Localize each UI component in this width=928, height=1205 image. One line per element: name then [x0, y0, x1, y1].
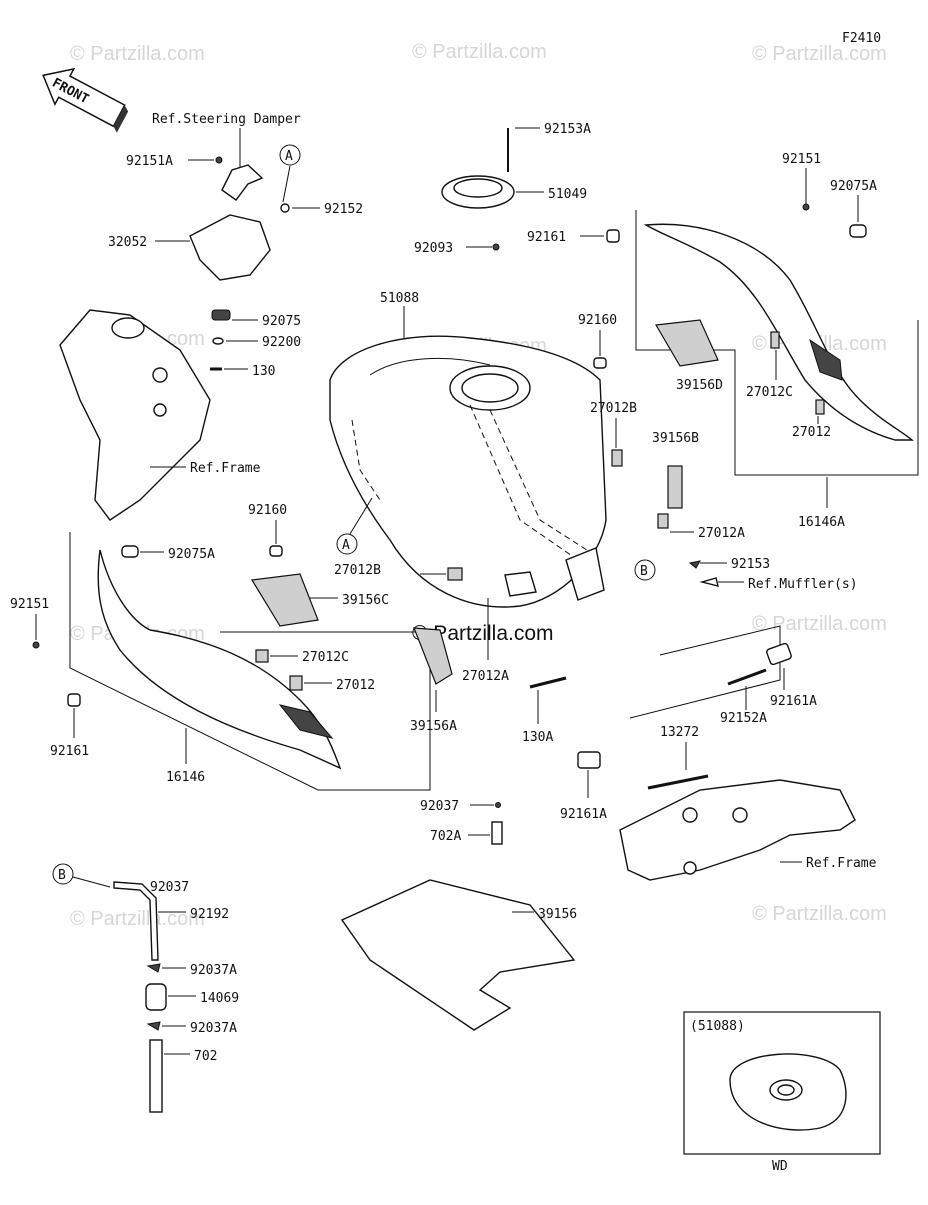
hose-92192: [113, 881, 159, 961]
part-label-92152: 92152: [324, 202, 363, 217]
callout-b-label: B: [640, 564, 648, 579]
part-label-92151-left: 92151: [10, 597, 49, 612]
part-label-92153A: 92153A: [544, 122, 591, 137]
front-arrow-icon: FRONT: [42, 67, 129, 133]
part-label-92037A-1: 92037A: [190, 963, 237, 978]
pad-39156C: [251, 573, 319, 627]
steering-damper-bracket: [221, 164, 264, 201]
part-label-92192: 92192: [190, 907, 229, 922]
pad-39156D: [655, 319, 719, 367]
tank-bracket: [565, 547, 605, 601]
inset-caption: WD: [772, 1159, 788, 1174]
watermark: © Partzilla.com: [752, 613, 887, 635]
callout-b-label: B: [58, 868, 66, 883]
callout-a-label: A: [285, 149, 293, 164]
part-label-27012A-low: 27012A: [462, 669, 509, 684]
part-label-39156A: 39156A: [410, 719, 457, 734]
part-label-51049: 51049: [548, 187, 587, 202]
ref-mufflers-label: Ref.Muffler(s): [748, 577, 858, 592]
callout-a: [279, 144, 301, 166]
ref-frame-left-label: Ref.Frame: [190, 461, 261, 476]
part-label-92075A-left: 92075A: [168, 547, 215, 562]
part-label-92161A-low: 92161A: [560, 807, 607, 822]
inset-title: (51088): [690, 1019, 745, 1034]
watermark: © Partzilla.com: [752, 43, 887, 65]
part-label-16146A: 16146A: [798, 515, 845, 530]
part-label-130: 130: [252, 364, 275, 379]
callout-b: [52, 863, 74, 885]
part-label-92161-left: 92161: [50, 744, 89, 759]
part-label-92151A: 92151A: [126, 154, 173, 169]
filter-14069: [145, 983, 167, 1011]
callout-b: [634, 559, 656, 581]
callout-a: [336, 533, 358, 555]
watermark: © Partzilla.com: [70, 908, 205, 930]
part-label-702: 702: [194, 1049, 217, 1064]
part-label-92093: 92093: [414, 241, 453, 256]
part-label-92151-top: 92151: [782, 152, 821, 167]
part-label-39156B: 39156B: [652, 431, 699, 446]
watermark: © Partzilla.com: [70, 43, 205, 65]
watermark: © Partzilla.com: [412, 41, 547, 63]
rear-subframe: [619, 779, 856, 881]
part-label-92075: 92075: [262, 314, 301, 329]
bracket-32052: [189, 214, 271, 281]
ref-frame-right-label: Ref.Frame: [806, 856, 877, 871]
part-label-13272: 13272: [660, 725, 699, 740]
part-label-32052: 32052: [108, 235, 147, 250]
part-label-39156: 39156: [538, 907, 577, 922]
hose-702: [149, 1039, 163, 1113]
tank-label-pad: [504, 571, 537, 597]
part-label-92160-top: 92160: [578, 313, 617, 328]
part-label-27012C-left: 27012C: [302, 650, 349, 665]
part-label-92200: 92200: [262, 335, 301, 350]
part-label-14069: 14069: [200, 991, 239, 1006]
part-label-92161-top: 92161: [527, 230, 566, 245]
part-label-27012-right: 27012: [792, 425, 831, 440]
pad-39156A: [413, 627, 453, 685]
part-label-92037: 92037: [420, 799, 459, 814]
part-label-16146: 16146: [166, 770, 205, 785]
callout-a-label: A: [342, 538, 350, 553]
part-label-27012C-right: 27012C: [746, 385, 793, 400]
part-label-39156C: 39156C: [342, 593, 389, 608]
ref-steering-damper-label: Ref.Steering Damper: [152, 112, 301, 127]
part-label-27012B-mid: 27012B: [590, 401, 637, 416]
part-label-92161A-right: 92161A: [770, 694, 817, 709]
center-watermark: © Partzilla.com: [412, 622, 554, 645]
pad-39156B: [667, 465, 683, 509]
part-label-92075A-top: 92075A: [830, 179, 877, 194]
part-label-130A: 130A: [522, 730, 553, 745]
part-label-92037-hose: 92037: [150, 880, 189, 895]
part-label-702A: 702A: [430, 829, 461, 844]
mat-39156: [340, 879, 576, 1031]
part-label-92153: 92153: [731, 557, 770, 572]
part-label-92152A: 92152A: [720, 711, 767, 726]
watermark: © Partzilla.com: [752, 903, 887, 925]
part-label-39156D: 39156D: [676, 378, 723, 393]
part-label-27012-left: 27012: [336, 678, 375, 693]
part-label-27012B-low: 27012B: [334, 563, 381, 578]
part-label-51088: 51088: [380, 291, 419, 306]
part-label-92037A-2: 92037A: [190, 1021, 237, 1036]
side-cover-left: [97, 549, 342, 770]
figure-code: F2410: [842, 31, 881, 46]
part-label-92160-left: 92160: [248, 503, 287, 518]
part-label-27012A-mid: 27012A: [698, 526, 745, 541]
